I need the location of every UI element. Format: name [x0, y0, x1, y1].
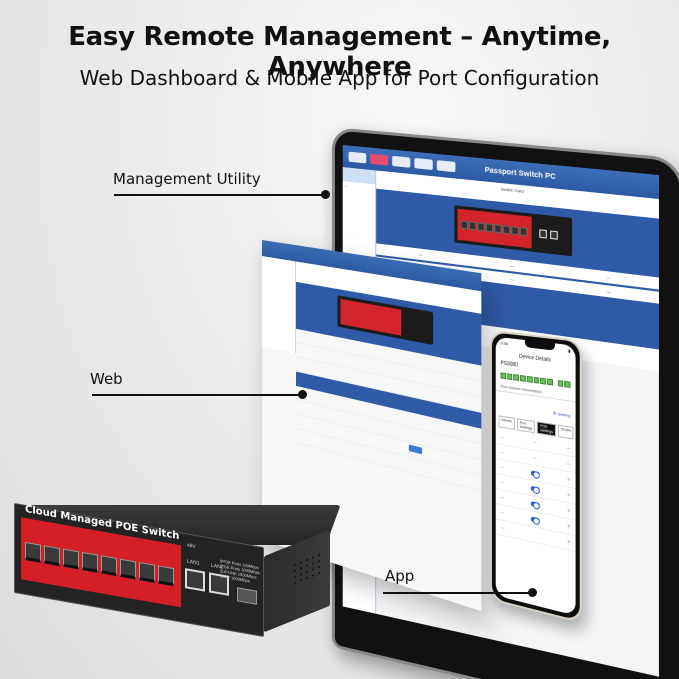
toolbar-tab[interactable]: [414, 157, 433, 171]
page-headline: Easy Remote Management – Anytime, Anywhe…: [68, 22, 611, 82]
status-time: 3:06: [500, 340, 509, 347]
callout-web: Web: [90, 370, 123, 388]
callout-dot: [321, 190, 330, 199]
restart-icon[interactable]: ↻: [567, 524, 571, 529]
lan1-label: LAN1: [187, 558, 200, 567]
management-utility-title: Passport Switch PC: [484, 166, 556, 181]
poe-toggle[interactable]: [530, 500, 540, 508]
uplink-indicator[interactable]: [557, 379, 564, 387]
tab-device[interactable]: Device: [498, 415, 515, 431]
tab-port-settings[interactable]: Port Settings: [516, 418, 536, 434]
callout-dot: [528, 588, 537, 597]
poe-switch-hardware: Cloud Managed POE Switch 48V LAN1 LAN2 8…: [10, 502, 341, 645]
switch-diagram: [454, 205, 573, 257]
battery-icon: ▮: [568, 348, 571, 354]
toolbar-tab-active[interactable]: [370, 153, 389, 166]
port-indicator[interactable]: [526, 375, 533, 383]
port-indicator[interactable]: [500, 372, 507, 380]
phone-mockup: 3:06 ▮ Device Details PS3080 Port Device…: [490, 330, 582, 624]
port-indicator[interactable]: [533, 376, 540, 384]
callout-app: App: [385, 567, 415, 585]
port-indicator[interactable]: [546, 378, 553, 386]
switch-side-panel: [264, 529, 330, 633]
poe-toggle[interactable]: [530, 485, 540, 493]
callout-line: [92, 394, 302, 396]
mobile-app-screen: 3:06 ▮ Device Details PS3080 Port Device…: [495, 336, 576, 616]
web-dashboard-sidebar: [262, 256, 297, 354]
poe-toggle[interactable]: [530, 469, 540, 477]
web-switch-diagram: [337, 295, 434, 346]
tab-vlan[interactable]: VLAN: [558, 424, 574, 440]
restart-icon[interactable]: ↻: [567, 508, 571, 514]
uplink-port-1: [185, 568, 205, 592]
tab-poe-settings[interactable]: POE Settings: [537, 421, 556, 437]
callout-dot: [298, 390, 307, 399]
port-indicator[interactable]: [506, 373, 513, 381]
port-indicator[interactable]: [520, 374, 526, 382]
restart-icon[interactable]: ↻: [567, 492, 571, 498]
port-indicator[interactable]: [540, 377, 546, 385]
uplink-indicator[interactable]: [564, 380, 571, 388]
sfp-port: [237, 587, 257, 605]
restart-icon[interactable]: ↻: [567, 539, 571, 545]
toolbar-tab[interactable]: [392, 155, 411, 168]
callout-line: [114, 194, 324, 196]
port-indicator[interactable]: [513, 374, 520, 381]
callout-management-utility: Management Utility: [113, 170, 261, 188]
voltage-label: 48V: [187, 542, 196, 551]
page-subheadline: Web Dashboard & Mobile App for Port Conf…: [79, 66, 600, 90]
setting-link[interactable]: ⚙ Setting: [552, 410, 571, 419]
toolbar-tab[interactable]: [436, 160, 456, 173]
poe-toggle[interactable]: [530, 515, 540, 523]
callout-line: [383, 592, 533, 594]
toolbar-tab[interactable]: [348, 151, 367, 164]
